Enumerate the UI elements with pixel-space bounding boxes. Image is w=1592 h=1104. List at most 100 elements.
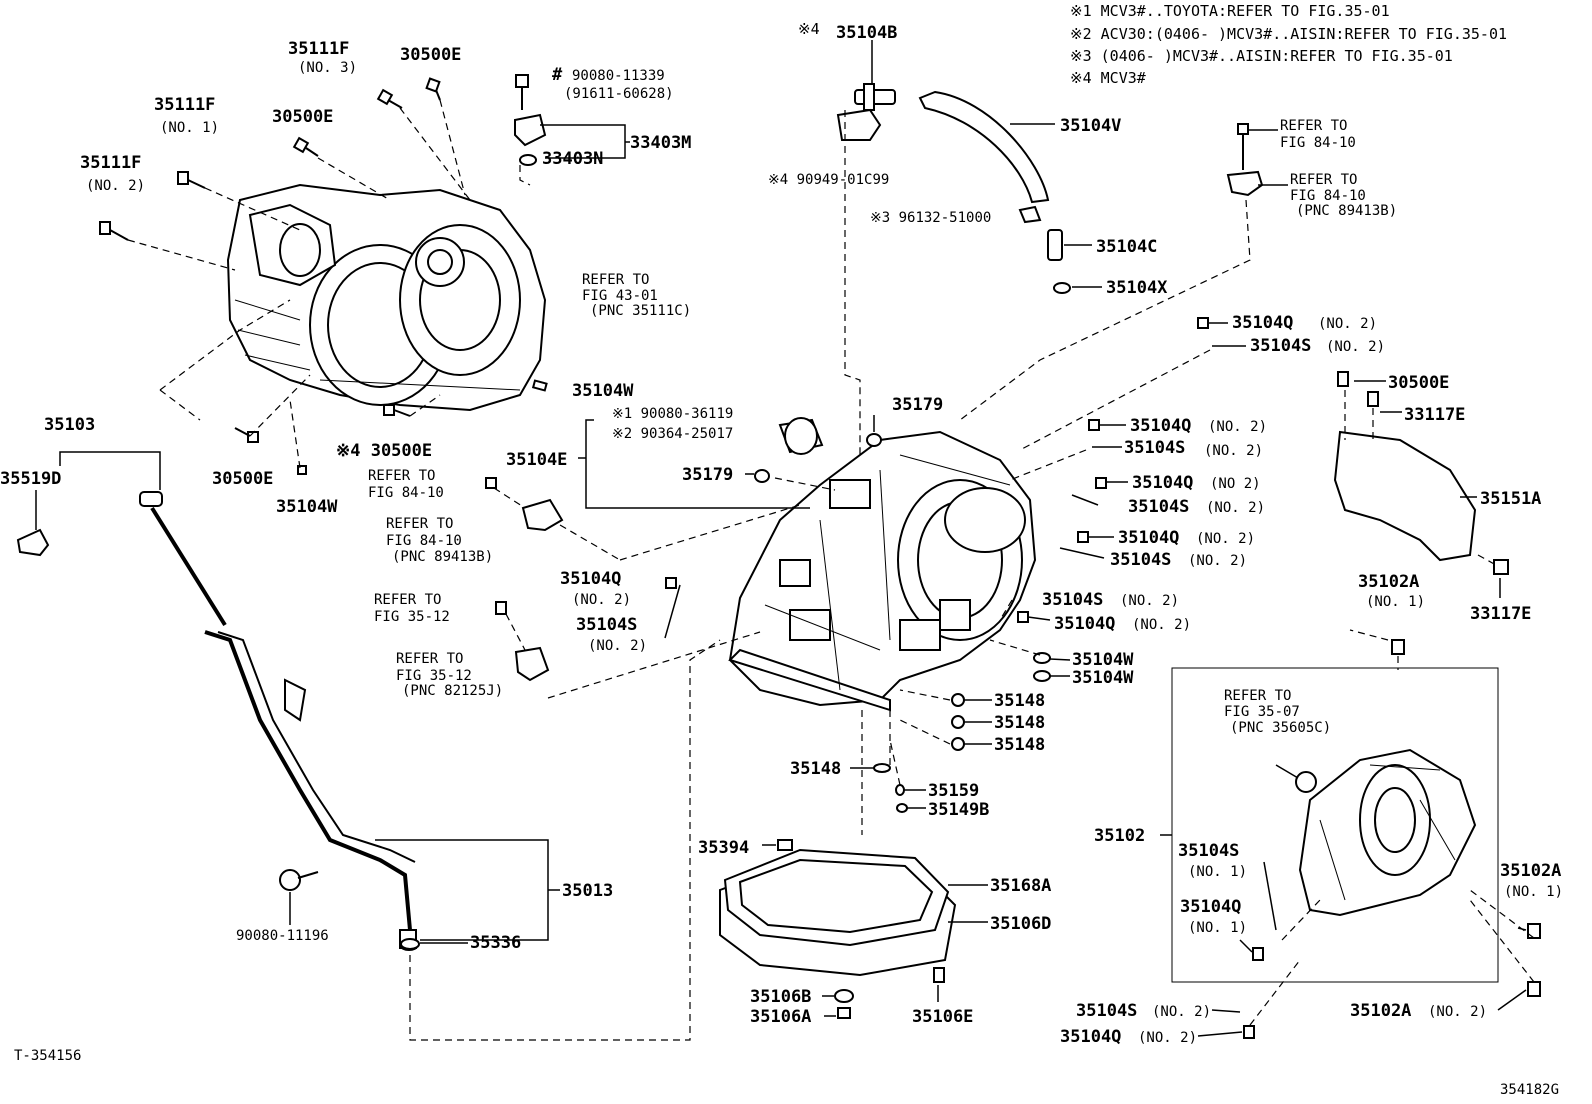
bracket-detail <box>1319 764 1456 901</box>
label-35104Q-a-sub: (NO. 2) <box>1318 316 1377 332</box>
oring-35336 <box>400 938 420 950</box>
label-35102A-b-sub: (NO. 1) <box>1504 884 1563 900</box>
label-35519D: 35519D <box>0 469 61 489</box>
label-90080-11196: 90080-11196 <box>236 928 329 944</box>
ref4-line2: FIG 35-12 <box>374 609 450 625</box>
label-35102: 35102 <box>1094 826 1145 846</box>
label-35104C: 35104C <box>1096 237 1157 257</box>
label-35104S-f: 35104S <box>1042 590 1103 610</box>
label-35104S-g: 35104S <box>1178 841 1239 861</box>
dipstick <box>139 491 418 951</box>
note-1: ※1 MCV3#..TOYOTA:REFER TO FIG.35-01 <box>1070 2 1390 20</box>
ref5-line2: FIG 35-12 <box>396 668 472 684</box>
label-35104S-e: 35104S <box>1110 550 1171 570</box>
label-35104S-a: 35104S <box>1250 336 1311 356</box>
heat-shield-35151A <box>1333 371 1509 575</box>
ref8-line2: FIG 35-07 <box>1224 704 1300 720</box>
pan-gasket-35168A <box>723 848 950 947</box>
filter-35104E <box>778 417 824 455</box>
label-35104Q-g-sub: (NO. 1) <box>1188 920 1247 936</box>
ref5-line3: (PNC 82125J) <box>402 683 503 699</box>
case-leaders-right <box>664 322 1246 809</box>
label-35102A-a-sub: (NO. 1) <box>1366 594 1425 610</box>
part-labels: 35111F (NO. 3) 30500E 35111F (NO. 1) 305… <box>0 20 1563 1047</box>
label-35111F-1: 35111F <box>154 95 215 115</box>
solenoid-bracket <box>540 124 630 159</box>
speed-sensor <box>485 477 564 682</box>
label-35148-c: 35148 <box>994 735 1045 755</box>
plug-leaders <box>1064 244 1102 288</box>
footer-right-code: 354182G <box>1500 1082 1559 1098</box>
label-35111F-1-sub: (NO. 1) <box>160 120 219 136</box>
sensor-dash-left <box>493 487 801 699</box>
ref7-line2: FIG 84-10 <box>1290 188 1366 204</box>
sensor-leaders <box>1248 129 1288 186</box>
bracket-dash <box>1249 629 1535 1026</box>
ref3-line2: FIG 84-10 <box>386 533 462 549</box>
plug-35104C <box>1047 229 1071 294</box>
label-hash: # <box>552 65 563 85</box>
label-33117E-a: 33117E <box>1404 405 1465 425</box>
label-35104Q-g-left: 35104Q <box>560 569 621 589</box>
label-90080-36119: ※1 90080-36119 <box>612 406 733 422</box>
label-35104W-a: 35104W <box>572 381 634 401</box>
label-30500E-d: 30500E <box>212 469 273 489</box>
label-35104Q-h-sub: (NO. 2) <box>1138 1030 1197 1046</box>
ref5-line1: REFER TO <box>396 651 463 667</box>
housing-bolts <box>99 77 548 475</box>
label-90364: ※2 90364-25017 <box>612 426 733 442</box>
label-35179-b: 35179 <box>682 465 733 485</box>
label-35102A-c: 35102A <box>1350 1001 1411 1021</box>
label-35104Q-g: 35104Q <box>1180 897 1241 917</box>
label-91611: (91611-60628) <box>564 86 674 102</box>
label-35104Q-f: 35104Q <box>1054 614 1115 634</box>
filter-leader <box>578 419 810 509</box>
transaxle-case <box>728 430 1037 712</box>
ref2-line1: REFER TO <box>368 468 435 484</box>
note-2: ※2 ACV30:(0406- )MCV3#..AISIN:REFER TO F… <box>1070 25 1507 43</box>
label-35111F-3: 35111F <box>288 39 349 59</box>
label-35336: 35336 <box>470 933 521 953</box>
label-35102A-c-sub: (NO. 2) <box>1428 1004 1487 1020</box>
label-35104Q-c: 35104Q <box>1130 416 1191 436</box>
ref4-line1: REFER TO <box>374 592 441 608</box>
ref8-line3: (PNC 35605C) <box>1230 720 1331 736</box>
label-35106A: 35106A <box>750 1007 811 1027</box>
label-35106B: 35106B <box>750 987 811 1007</box>
transaxle-housing <box>226 183 547 412</box>
vent-plug-35104B <box>836 83 896 141</box>
sensor-dash <box>959 199 1251 421</box>
label-35104B-mark: ※4 <box>798 20 820 38</box>
label-35104S-c-sub: (NO. 2) <box>1204 443 1263 459</box>
plug-35179 <box>754 433 882 483</box>
label-35104E: 35104E <box>506 450 567 470</box>
solenoid-33403M <box>514 74 547 166</box>
label-35148-b: 35148 <box>994 713 1045 733</box>
label-35104Q-e-sub: (NO. 2) <box>1196 531 1255 547</box>
label-35104S-f-sub: (NO. 2) <box>1120 593 1179 609</box>
label-90080-11339: 90080-11339 <box>572 68 665 84</box>
ref7-line3: (PNC 89413B) <box>1296 203 1397 219</box>
label-35104Q-d: 35104Q <box>1132 473 1193 493</box>
tube-bolt <box>279 869 319 891</box>
label-35103: 35103 <box>44 415 95 435</box>
label-30500E-c: ※4 30500E <box>336 441 432 461</box>
label-35148-a: 35148 <box>994 691 1045 711</box>
ref6-line1: REFER TO <box>1280 118 1347 134</box>
ref3-line1: REFER TO <box>386 516 453 532</box>
housing-leaders <box>127 99 471 469</box>
label-35168A: 35168A <box>990 876 1051 896</box>
breather-hose-35104V <box>918 90 1050 204</box>
shield-leaders <box>1354 380 1501 598</box>
label-35104S-a-sub: (NO. 2) <box>1326 339 1385 355</box>
label-35104S-g-left: 35104S <box>576 615 637 635</box>
label-30500E-b: 30500E <box>272 107 333 127</box>
label-35151A: 35151A <box>1480 489 1541 509</box>
solenoid-dash <box>519 165 531 186</box>
label-35104Q-d-sub: (NO 2) <box>1210 476 1261 492</box>
label-30500E-a: 30500E <box>400 45 461 65</box>
ref1-line3: (PNC 35111C) <box>590 303 691 319</box>
ref1-line1: REFER TO <box>582 272 649 288</box>
label-35102A-a: 35102A <box>1358 572 1419 592</box>
